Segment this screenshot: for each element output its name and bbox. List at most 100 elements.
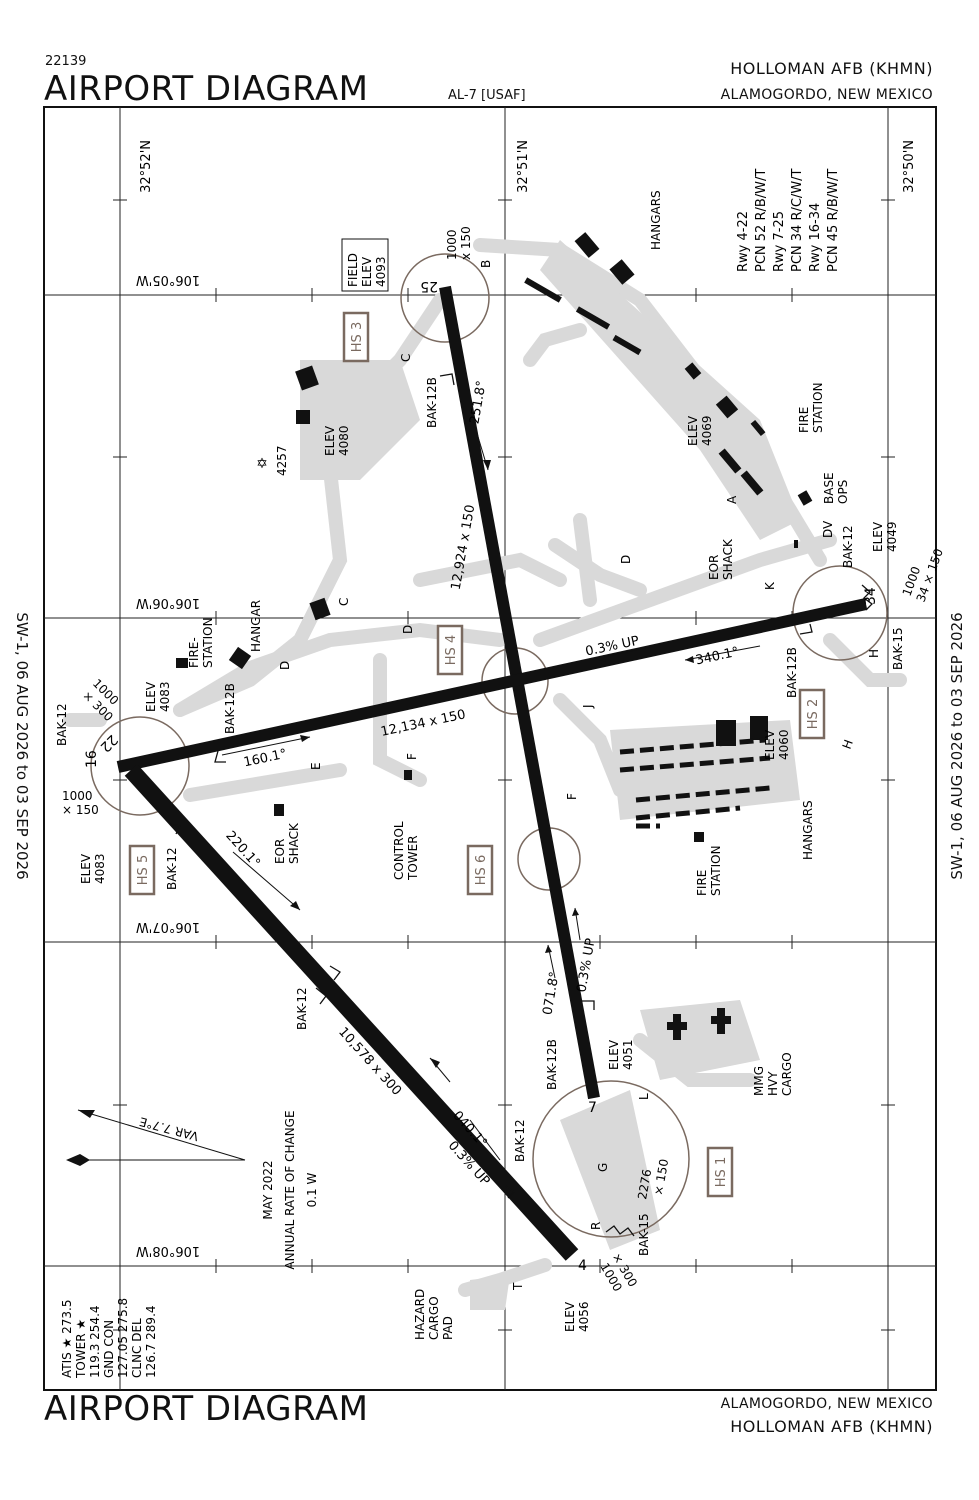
svg-text:SHACK: SHACK	[721, 538, 735, 580]
buildings	[176, 232, 813, 1040]
arrow-heads	[290, 460, 694, 1068]
svg-text:DV: DV	[821, 520, 835, 538]
magvar-label: VAR 7.7°E	[138, 1114, 200, 1143]
lon-label-2: 106°06'W	[136, 595, 200, 610]
hangars-bottom-label: HANGARS	[801, 800, 815, 860]
svg-text:HVY: HVY	[766, 1071, 780, 1096]
svg-text:ELEV: ELEV	[763, 729, 777, 760]
svg-text:SHACK: SHACK	[287, 822, 301, 864]
obstacle-symbol: ✡	[256, 456, 268, 472]
airport-name-footer: HOLLOMAN AFB (KHMN)	[730, 1417, 933, 1436]
pcn-block: Rwy 4-22 PCN 52 R/B/W/T Rwy 7-25 PCN 34 …	[736, 168, 841, 272]
svg-text:PCN 52 R/B/W/T: PCN 52 R/B/W/T	[754, 169, 769, 272]
svg-text:BAK-12B: BAK-12B	[425, 377, 439, 428]
svg-text:4093: 4093	[374, 256, 388, 287]
obstacle-elevation: 4257	[275, 445, 289, 476]
svg-text:R: R	[589, 1222, 603, 1230]
svg-text:ELEV: ELEV	[686, 415, 700, 446]
rwy-end-7: 7	[588, 1100, 597, 1116]
svg-text:C: C	[399, 354, 413, 362]
hot-spot-5: HS 5	[136, 855, 151, 885]
svg-text:G: G	[596, 1163, 610, 1172]
svg-text:CARGO: CARGO	[780, 1052, 794, 1096]
svg-text:ELEV: ELEV	[144, 681, 158, 712]
svg-text:ELEV: ELEV	[323, 425, 337, 456]
rwy-22-heading: 220.1°	[222, 828, 262, 871]
svg-text:F: F	[405, 753, 419, 760]
magvar-info: MAY 2022 ANNUAL RATE OF CHANGE 0.1 W	[261, 1110, 319, 1269]
svg-text:ELEV: ELEV	[79, 853, 93, 884]
rwy-16-34-dims: 12,924 x 150	[449, 504, 479, 592]
procedure-id: AL-7 [USAF]	[448, 88, 526, 103]
svg-text:ELEV: ELEV	[563, 1301, 577, 1332]
svg-text:0.1 W: 0.1 W	[305, 1172, 319, 1207]
svg-text:CONTROL: CONTROL	[392, 821, 406, 880]
hot-spot-boxes	[128, 311, 826, 1198]
svg-text:4083: 4083	[158, 681, 172, 712]
grid-lines	[44, 107, 936, 1390]
lat-label-3: 32°50'N	[902, 140, 917, 193]
rwy-end-22: 22	[97, 731, 121, 755]
chart-title-footer: AIRPORT DIAGRAM	[44, 1389, 369, 1429]
svg-text:TOWER: TOWER	[406, 835, 420, 881]
lon-label-1: 106°05'W	[136, 272, 200, 287]
svg-text:4069: 4069	[700, 415, 714, 446]
taxiway-letters: A B C C D D D E F F G H H J K L R T	[278, 260, 881, 1291]
svg-text:T: T	[511, 1282, 525, 1291]
rwy-end-34: 34	[863, 587, 879, 605]
atis-freq: ATIS ★ 273.5	[60, 1299, 74, 1378]
rwy-7-heading: 160.1°	[242, 747, 288, 771]
hangars-top-label: HANGARS	[649, 190, 663, 250]
chart-number: 22139	[45, 54, 87, 69]
svg-text:STATION: STATION	[201, 617, 215, 668]
arresting-gear	[169, 373, 873, 1237]
svg-text:D: D	[278, 661, 292, 670]
clnc-del-freq: 126.7 289.4	[144, 1305, 158, 1378]
svg-text:BAK-15: BAK-15	[637, 1213, 651, 1256]
svg-text:2276: 2276	[635, 1168, 654, 1201]
svg-text:BAK-12: BAK-12	[295, 987, 309, 1030]
svg-text:PCN 34 R/C/W/T: PCN 34 R/C/W/T	[790, 168, 805, 272]
svg-text:K: K	[763, 581, 777, 590]
svg-text:× 150: × 150	[62, 803, 99, 817]
rwy-r-slope: 0.3% UP	[574, 937, 598, 993]
runway-7-25	[116, 598, 868, 773]
svg-text:BAK-12: BAK-12	[165, 847, 179, 890]
svg-text:STATION: STATION	[709, 845, 723, 896]
runway-16-34	[439, 285, 600, 1100]
hot-spot-4: HS 4	[444, 635, 459, 665]
rwy-34-heading: 340.1°	[694, 645, 740, 669]
lon-label-4: 106°08'W	[136, 1243, 200, 1258]
svg-text:F: F	[565, 793, 579, 800]
rwy-16-34-heading: 251.8°	[467, 380, 489, 426]
chart-title: AIRPORT DIAGRAM	[44, 69, 369, 109]
hangar-rows	[619, 737, 771, 829]
svg-text:D: D	[401, 625, 415, 634]
svg-text:4051: 4051	[621, 1039, 635, 1070]
svg-text:ELEV: ELEV	[607, 1039, 621, 1070]
magvar-arrows	[70, 1109, 246, 1161]
field-elev-label: FIELD ELEV 4093	[346, 253, 388, 287]
svg-text:STATION: STATION	[811, 382, 825, 433]
svg-text:ELEV: ELEV	[871, 521, 885, 552]
svg-text:MAY 2022: MAY 2022	[261, 1160, 275, 1219]
svg-text:MMG: MMG	[752, 1066, 766, 1096]
svg-text:HAZARD: HAZARD	[413, 1289, 427, 1340]
svg-text:x 150: x 150	[459, 226, 473, 260]
svg-text:BASE: BASE	[822, 472, 836, 504]
magnetic-north-arrow	[78, 1110, 95, 1118]
clnc-del-label: CLNC DEL	[130, 1318, 144, 1378]
svg-text:4060: 4060	[777, 729, 791, 760]
svg-text:A: A	[725, 495, 739, 504]
hot-spot-labels: HS 3 HS 4 HS 6 HS 5 HS 2 HS 1	[136, 322, 821, 1187]
svg-text:EOR: EOR	[273, 839, 287, 864]
svg-text:BAK-12B: BAK-12B	[545, 1039, 559, 1090]
svg-text:× 150: × 150	[651, 1158, 671, 1197]
svg-text:ANNUAL RATE OF CHANGE: ANNUAL RATE OF CHANGE	[283, 1110, 297, 1269]
elevation-labels: ELEV 4080 ELEV 4069 ELEV 4049 ELEV 4083 …	[79, 415, 899, 1332]
svg-text:BAK-12: BAK-12	[841, 525, 855, 568]
airport-city-footer: ALAMOGORDO, NEW MEXICO	[720, 1396, 933, 1412]
svg-text:E: E	[309, 762, 323, 770]
svg-text:1000: 1000	[62, 789, 93, 803]
